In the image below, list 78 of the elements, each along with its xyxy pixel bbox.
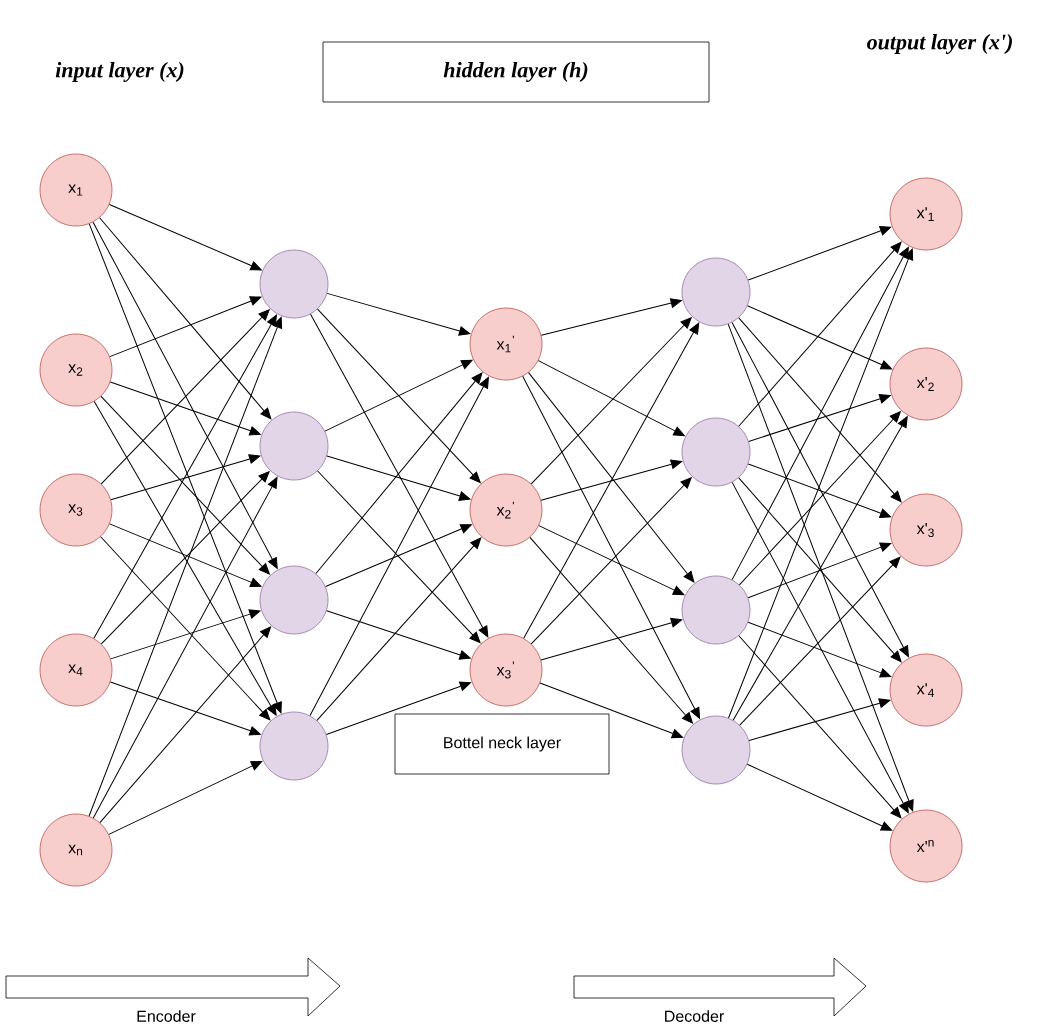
arrow [731, 321, 909, 658]
hidden-neuron-circle [681, 575, 751, 645]
arrow [92, 476, 278, 819]
hidden-neuron-circle [259, 249, 329, 319]
arrow [99, 626, 272, 824]
arrow [530, 477, 692, 645]
layer-title: input layer (x) [55, 62, 184, 82]
arrow [747, 621, 892, 678]
arrow [540, 298, 682, 336]
arrow [522, 375, 701, 719]
arrow-label: Decoder [665, 1010, 724, 1022]
arrow [738, 635, 902, 819]
arrow [528, 372, 695, 583]
label-box: Bottel neck layer [394, 713, 610, 775]
arrow [109, 296, 262, 358]
arrow [732, 416, 908, 721]
hidden-neuron-circle [259, 565, 329, 635]
layer-title-box: hidden layer (h) [322, 41, 710, 103]
arrow [100, 471, 270, 645]
arrow [747, 305, 892, 370]
hidden-neuron-circle [681, 417, 751, 487]
arrow [326, 610, 471, 660]
arrow [109, 681, 261, 736]
hidden-neuron-circle [259, 411, 329, 481]
arrow [326, 455, 471, 501]
arrow [324, 359, 473, 432]
arrow [731, 246, 909, 581]
arrow [529, 536, 693, 724]
arrow [93, 401, 277, 716]
arrow [539, 682, 684, 739]
arrow [326, 292, 471, 336]
arrow [100, 309, 270, 485]
arrow [325, 681, 471, 735]
arrow [109, 381, 261, 436]
arrow [317, 470, 481, 644]
hidden-neuron-circle [681, 715, 751, 785]
arrow [110, 454, 261, 501]
arrow [325, 524, 472, 588]
arrow [747, 226, 892, 281]
arrow [538, 525, 685, 596]
arrow [88, 316, 283, 817]
hidden-neuron-circle [681, 257, 751, 327]
arrow [317, 308, 481, 483]
arrow [738, 411, 901, 586]
arrow [315, 372, 483, 574]
layer-title: output layer (x') [867, 34, 1012, 54]
arrow [523, 322, 700, 639]
arrow [93, 314, 277, 639]
arrow [748, 698, 891, 742]
arrow [530, 317, 692, 485]
arrow [88, 223, 282, 714]
arrow [99, 217, 272, 420]
arrow [109, 523, 262, 588]
arrow [731, 481, 909, 814]
arrow [748, 394, 891, 442]
arrow [728, 248, 914, 719]
arrow [738, 477, 902, 663]
arrow [110, 609, 261, 660]
arrow [746, 763, 893, 831]
arrow-label: Encoder [137, 1010, 196, 1022]
arrow [316, 537, 482, 721]
arrow [100, 395, 270, 575]
arrow [540, 459, 683, 501]
arrow [310, 313, 489, 638]
arrow [727, 323, 914, 812]
arrow [108, 203, 262, 271]
arrow [739, 556, 901, 726]
arrow [738, 317, 902, 503]
arrow [747, 463, 892, 518]
arrow [537, 360, 685, 437]
hidden-neuron-circle [259, 711, 329, 781]
arrow [738, 241, 902, 427]
arrow [108, 760, 263, 835]
arrow [309, 376, 489, 717]
arrow [100, 536, 271, 721]
arrow [92, 221, 278, 569]
arrow [540, 617, 683, 661]
arrow [747, 542, 892, 599]
